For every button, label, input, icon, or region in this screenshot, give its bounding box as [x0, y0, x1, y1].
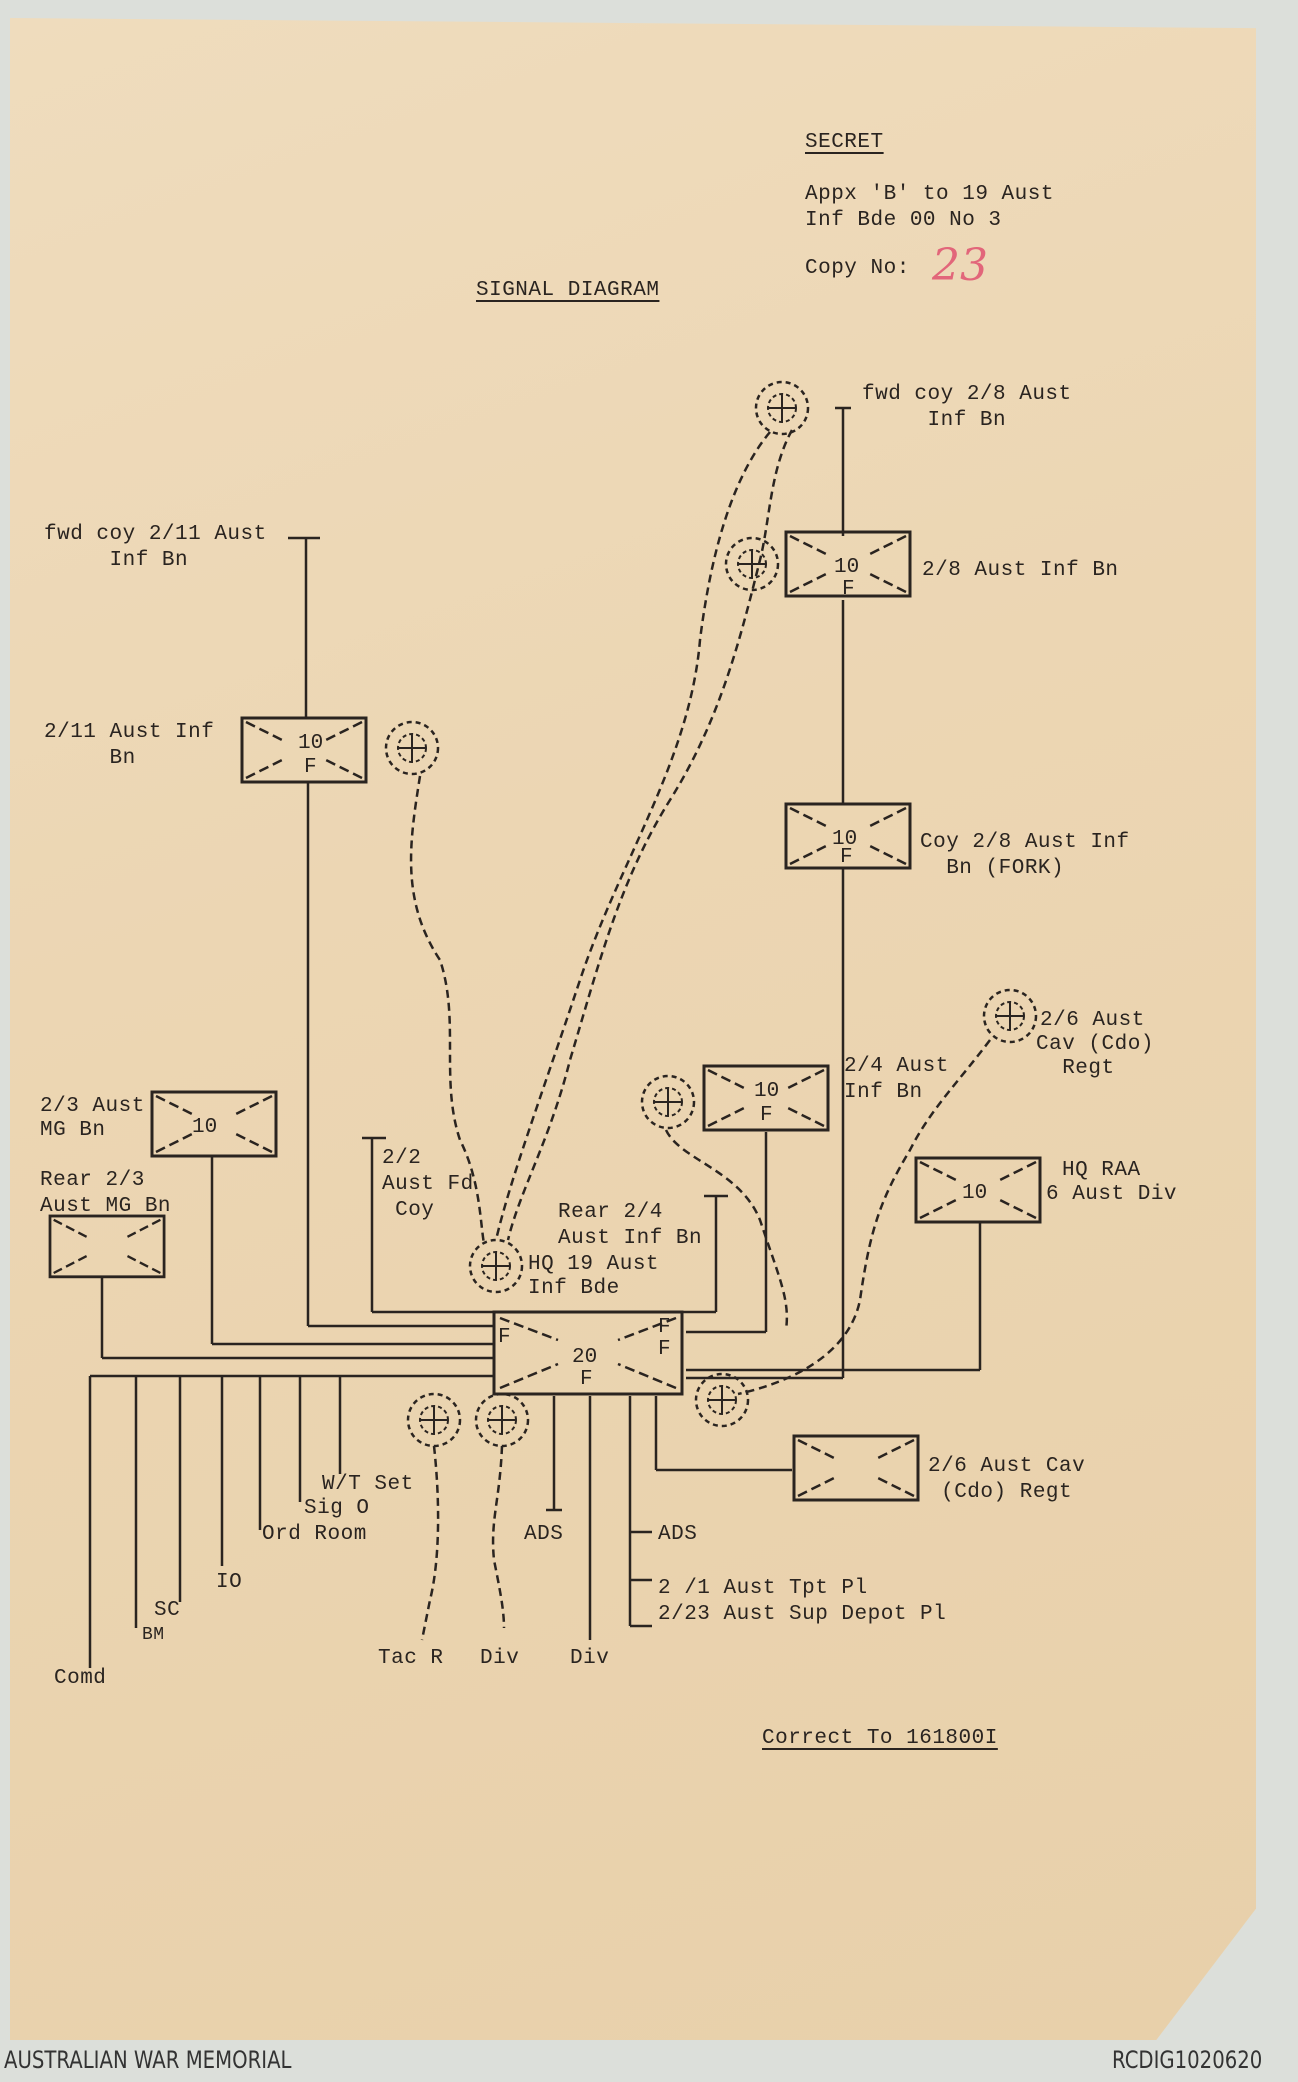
label-ads-1: ADS: [524, 1523, 564, 1546]
label-2-6-cav-wireless-line2: Cav (Cdo): [1036, 1033, 1154, 1056]
label-hq-19-bde-line2: Inf Bde: [528, 1277, 620, 1300]
wireless-link-div: [491, 1445, 506, 1629]
label-tac-r: Tac R: [378, 1647, 444, 1670]
appendix-line-2: Inf Bde 00 No 3: [805, 209, 1002, 232]
wireless-station-2-6-cav: [982, 988, 1038, 1044]
label-2-11-bn-line1: 2/11 Aust Inf: [44, 721, 215, 744]
label-div-line: Div: [570, 1647, 610, 1670]
switchboard-coy-2-8-fork: 10 F: [784, 802, 912, 870]
ext-sig-o: Sig O: [304, 1497, 370, 1520]
label-2-11-bn-line2: Bn: [44, 747, 136, 770]
label-hq-19-bde-line1: HQ 19 Aust: [528, 1253, 660, 1276]
switchboard-label: 10: [962, 1182, 987, 1205]
label-div-wireless: Div: [480, 1647, 520, 1670]
correct-to-timestamp: Correct To 161800I: [762, 1727, 998, 1750]
archive-name: AUSTRALIAN WAR MEMORIAL: [4, 2046, 292, 2074]
fuller-mark: F: [658, 1316, 671, 1339]
label-fwd-coy-2-8-line2: Inf Bn: [862, 409, 1007, 432]
label-2-2-fd-coy-line2: Aust Fd: [382, 1173, 474, 1196]
label-hq-raa-line2: 6 Aust Div: [1046, 1183, 1178, 1206]
label-2-8-bn: 2/8 Aust Inf Bn: [922, 559, 1119, 582]
switchboard-label: 20: [572, 1346, 597, 1369]
label-2-4-bn-line2: Inf Bn: [844, 1081, 923, 1104]
switchboard-label: 10: [834, 556, 859, 579]
switchboard-label: 10: [832, 828, 857, 851]
ext-wt-set: W/T Set: [322, 1473, 414, 1496]
classification-label: SECRET: [805, 131, 884, 154]
wireless-link-2-8: [506, 429, 794, 1241]
fuller-mark: F: [760, 1104, 773, 1127]
wireless-station-2-4: [640, 1074, 696, 1130]
switchboard-label: 10: [192, 1116, 217, 1139]
wireless-station-hq-19: [468, 1238, 524, 1294]
wireless-link-2-6-cav: [737, 1039, 991, 1396]
label-2-3-mg-line2: MG Bn: [40, 1119, 106, 1142]
wireless-network: [409, 429, 991, 1641]
switchboard-2-3-mg-bn: 10: [150, 1090, 278, 1158]
label-rear-2-3-mg-line2: Aust MG Bn: [40, 1195, 172, 1218]
wireless-station-2-8: [724, 536, 780, 592]
label-fwd-coy-2-11-line2: Inf Bn: [44, 549, 189, 572]
wireless-station-rear-link: [694, 1372, 750, 1428]
label-2-2-fd-coy-line3: Coy: [382, 1199, 435, 1222]
ext-sc: SC: [154, 1599, 181, 1622]
label-2-6-cav-wireless-line1: 2/6 Aust: [1040, 1009, 1145, 1032]
fuller-mark: F: [658, 1338, 671, 1361]
label-fwd-coy-2-8-line1: fwd coy 2/8 Aust: [862, 383, 1072, 406]
label-2-6-cav-line1: 2/6 Aust Cav: [928, 1455, 1086, 1478]
label-rear-2-4-line1: Rear 2/4: [558, 1201, 663, 1224]
label-2-4-bn-line1: 2/4 Aust: [844, 1055, 949, 1078]
label-fwd-coy-2-11-line1: fwd coy 2/11 Aust: [44, 523, 267, 546]
fuller-mark: F: [840, 846, 853, 869]
wireless-station-2-11: [384, 720, 440, 776]
switchboard-label: 10: [298, 732, 323, 755]
label-rear-2-4-line2: Aust Inf Bn: [558, 1227, 703, 1250]
switchboard-label: 10: [754, 1080, 779, 1103]
label-coy-2-8-fork-line2: Bn (FORK): [920, 857, 1065, 880]
wireless-link-tac-r: [420, 1445, 440, 1641]
label-2-6-cav-line2: (Cdo) Regt: [928, 1481, 1073, 1504]
label-tpt-pl: 2 /1 Aust Tpt Pl: [658, 1577, 868, 1600]
wireless-link-2-4: [664, 1129, 789, 1331]
page-title: SIGNAL DIAGRAM: [476, 279, 660, 302]
label-2-3-mg-line1: 2/3 Aust: [40, 1095, 145, 1118]
fuller-mark: F: [580, 1368, 593, 1391]
ext-comd: Comd: [54, 1667, 107, 1690]
copy-number-handwritten: 23: [932, 240, 988, 291]
fuller-mark: F: [842, 578, 855, 601]
label-coy-2-8-fork-line1: Coy 2/8 Aust Inf: [920, 831, 1130, 854]
label-hq-raa-line1: HQ RAA: [1062, 1159, 1141, 1182]
paper-sheet: [10, 18, 1256, 2040]
switchboard-rear-2-3-mg: [48, 1214, 166, 1279]
wireless-station-div: [474, 1392, 530, 1448]
switchboard-2-11-bn: 10 F: [240, 716, 368, 784]
label-2-6-cav-wireless-line3: Regt: [1036, 1057, 1115, 1080]
label-2-2-fd-coy-line1: 2/2: [382, 1147, 422, 1170]
switchboard-2-8-bn: 10 F: [784, 530, 912, 601]
catalogue-id: RCDIG1020620: [1112, 2046, 1263, 2074]
ext-bm: BM: [142, 1625, 165, 1645]
switchboard-2-4-bn: 10 F: [702, 1064, 830, 1132]
appendix-line-1: Appx 'B' to 19 Aust: [805, 183, 1054, 206]
label-rear-2-3-mg-line1: Rear 2/3: [40, 1169, 145, 1192]
ext-io: IO: [216, 1571, 243, 1594]
copy-number-label: Copy No:: [805, 257, 910, 280]
switchboard-hq-raa: 10: [914, 1156, 1042, 1224]
label-ads-2: ADS: [658, 1523, 698, 1546]
label-sup-depot-pl: 2/23 Aust Sup Depot Pl: [658, 1603, 947, 1626]
fuller-mark: F: [304, 756, 317, 779]
line-network: [88, 406, 982, 1668]
fuller-mark: F: [498, 1326, 511, 1349]
wireless-link-2-11: [409, 775, 486, 1245]
switchboard-2-6-cav: [792, 1434, 920, 1502]
wireless-link-fwd-coy-2-8: [494, 431, 771, 1241]
wireless-station-fwd-coy-2-8: [754, 380, 810, 436]
ext-ord-room: Ord Room: [262, 1523, 367, 1546]
switchboard-hq-19-bde: 20 F F F F: [492, 1310, 684, 1396]
wireless-station-tac-r: [406, 1392, 462, 1448]
